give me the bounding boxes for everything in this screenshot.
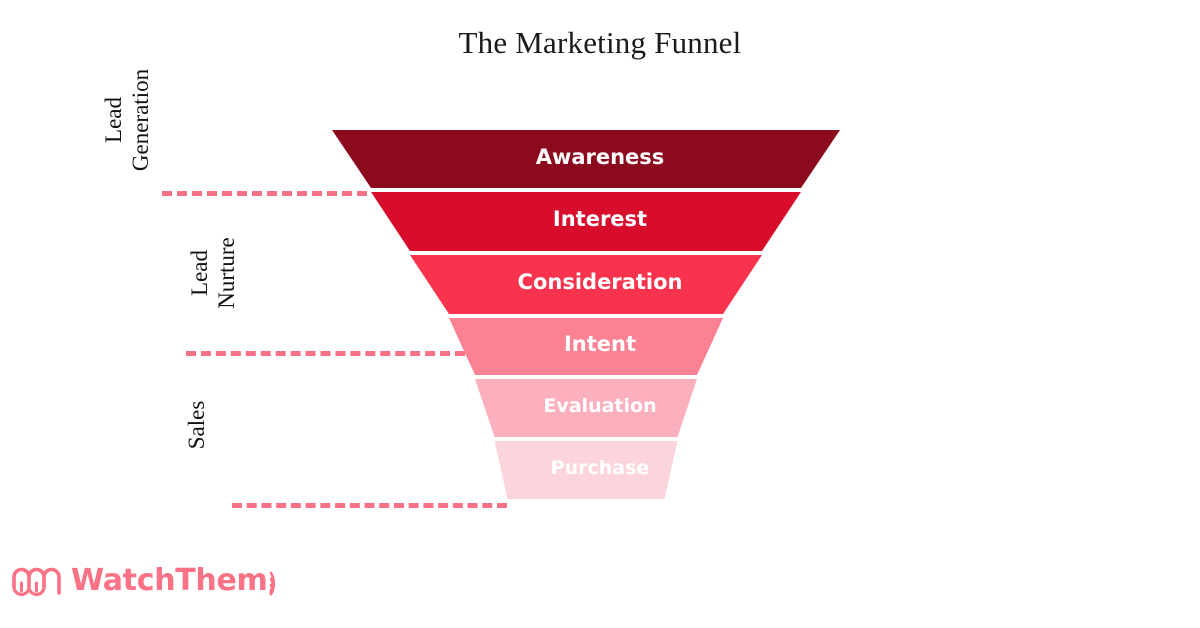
funnel-band-awareness bbox=[332, 130, 840, 188]
funnel-band-evaluation bbox=[475, 379, 697, 437]
group-label-lead-nurture-line1: Lead bbox=[187, 250, 212, 296]
logo-text: WatchThem bbox=[71, 562, 268, 598]
group-divider-lead-nurture bbox=[186, 351, 465, 356]
page-title: The Marketing Funnel bbox=[458, 25, 742, 60]
group-label-lead-generation: Lead Generation bbox=[100, 50, 154, 190]
group-label-lead-nurture-line2: Nurture bbox=[214, 237, 239, 309]
watchthem-logo: WatchThem bbox=[10, 558, 294, 604]
funnel-band-consideration bbox=[410, 255, 762, 314]
binoculars-w-icon bbox=[12, 567, 61, 597]
group-label-lead-generation-line1: Lead bbox=[101, 97, 126, 143]
signal-arcs-icon bbox=[270, 571, 276, 596]
group-label-sales: Sales bbox=[183, 355, 210, 495]
group-divider-sales bbox=[232, 503, 507, 508]
group-label-lead-generation-line2: Generation bbox=[128, 68, 153, 172]
group-divider-lead-generation bbox=[162, 191, 367, 196]
group-label-lead-nurture: Lead Nurture bbox=[186, 198, 240, 348]
funnel-band-purchase bbox=[494, 441, 678, 499]
group-label-sales-line1: Sales bbox=[184, 400, 209, 450]
funnel-band-interest bbox=[371, 192, 801, 251]
funnel-band-intent bbox=[449, 318, 723, 375]
